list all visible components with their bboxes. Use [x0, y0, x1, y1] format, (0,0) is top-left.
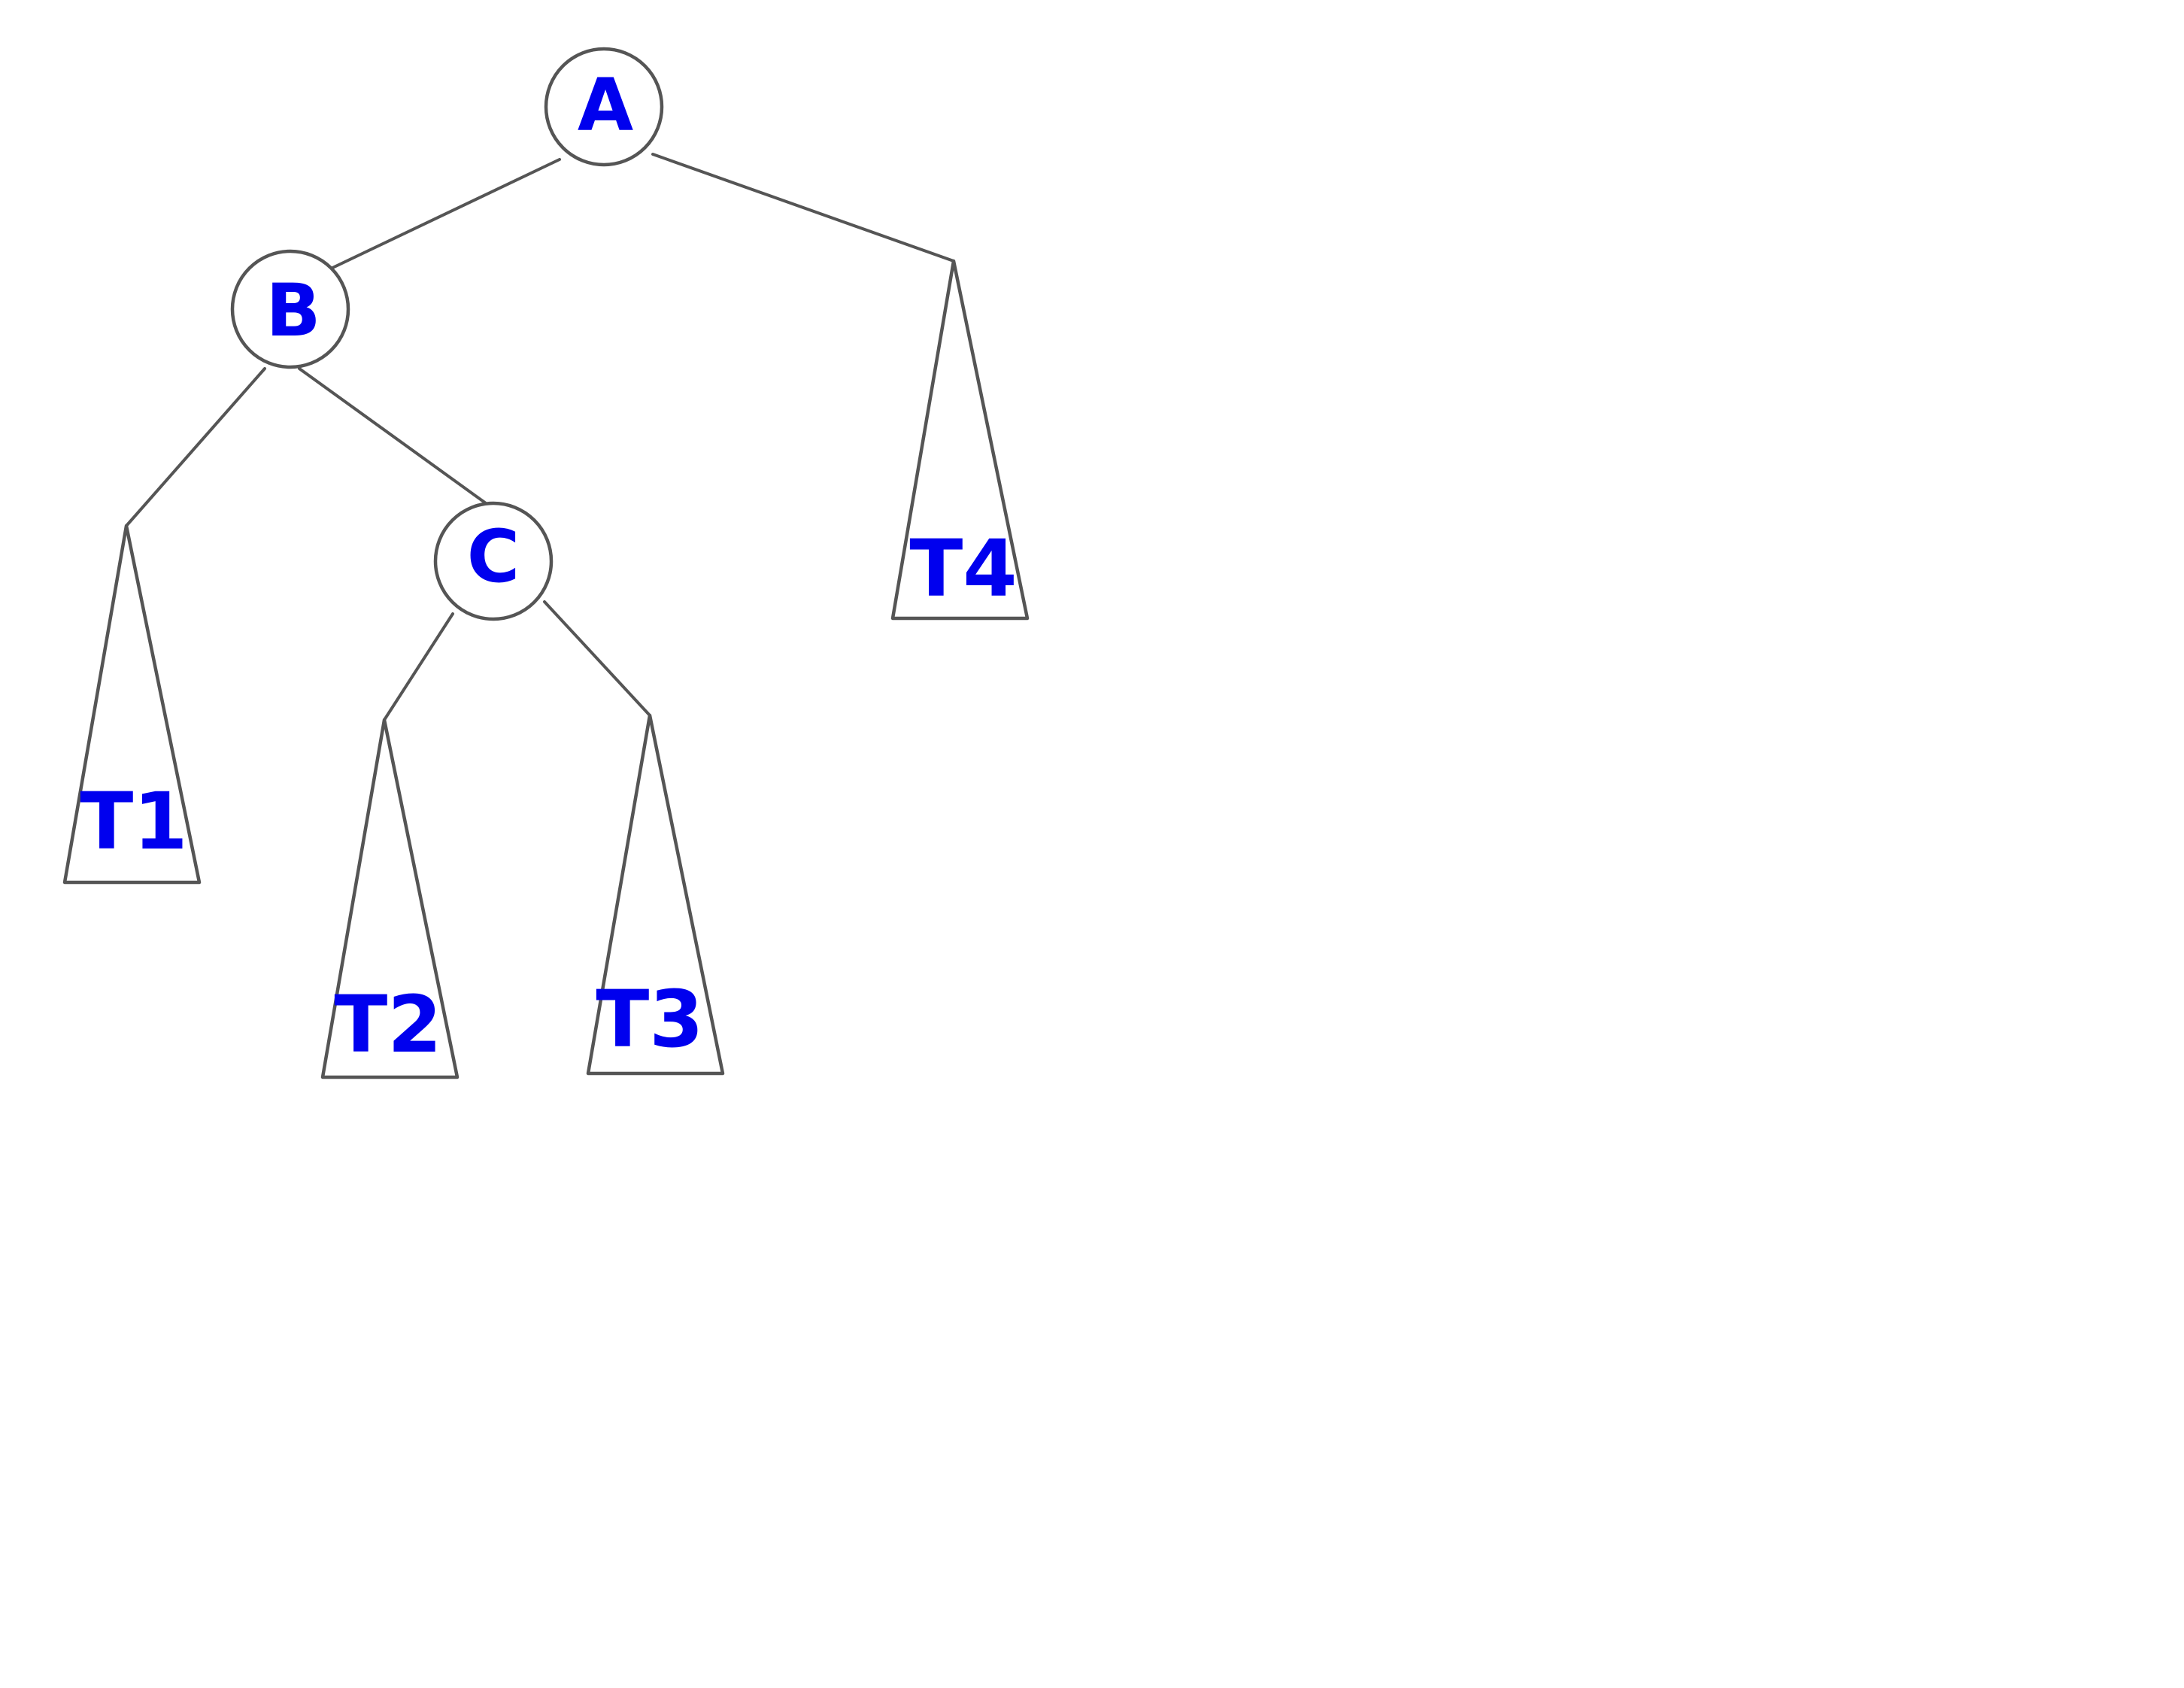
- node-b-circle: [230, 249, 350, 369]
- node-c-circle: [433, 501, 554, 621]
- subtree-t2-label: T2: [334, 979, 441, 1070]
- edge-c-t2: [383, 612, 454, 721]
- subtree-t2: T2: [320, 718, 460, 1079]
- edge-a-t4: [651, 153, 955, 263]
- subtree-t4: T4: [890, 259, 1030, 621]
- edge-b-c: [298, 367, 487, 505]
- edge-a-b: [329, 158, 561, 270]
- node-b-label: B: [265, 269, 320, 353]
- node-a: A: [544, 47, 664, 167]
- subtree-t3-triangle: [586, 713, 725, 1076]
- subtree-t3-label: T3: [596, 973, 703, 1065]
- subtree-t4-label: T4: [909, 523, 1017, 615]
- node-a-label: A: [578, 63, 633, 147]
- subtree-t1-triangle: [62, 524, 202, 885]
- subtree-t4-triangle: [890, 259, 1030, 621]
- node-b: B: [230, 249, 350, 369]
- node-a-circle: [544, 47, 664, 167]
- node-c-label: C: [467, 515, 520, 599]
- node-c: C: [433, 501, 554, 621]
- subtree-t1: T1: [62, 524, 202, 885]
- subtree-t1-label: T1: [80, 776, 187, 867]
- subtree-t2-triangle: [320, 718, 460, 1079]
- edge-b-t1: [125, 367, 266, 527]
- subtree-t3: T3: [586, 713, 725, 1076]
- edge-c-t3: [543, 600, 651, 717]
